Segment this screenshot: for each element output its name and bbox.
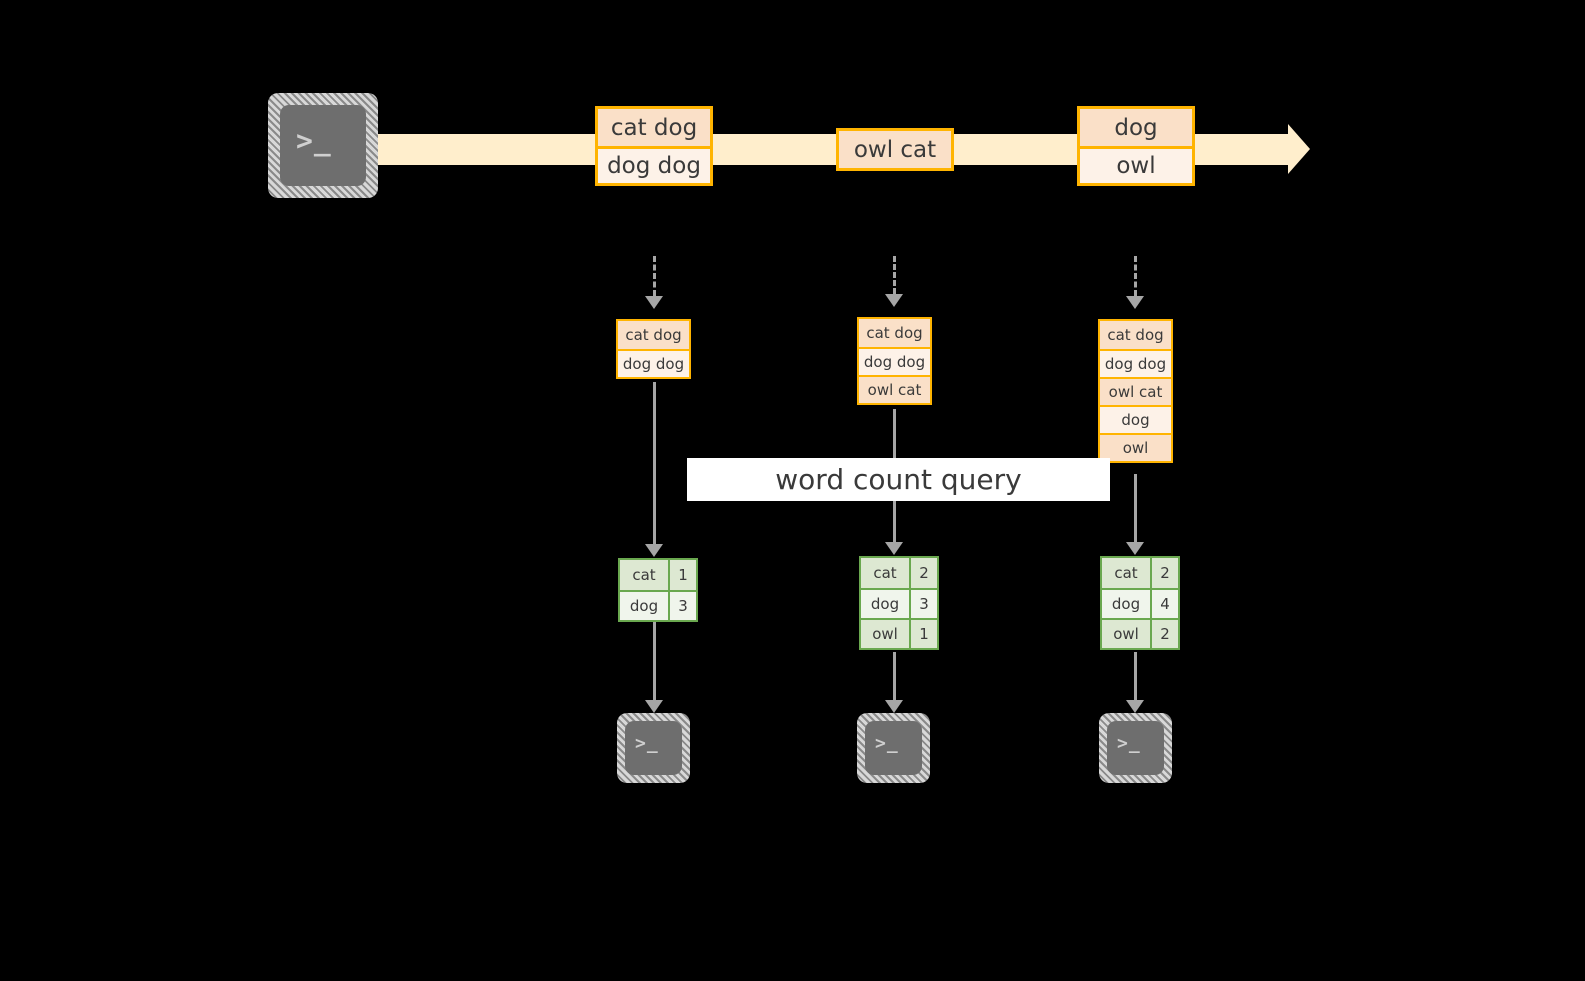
stream-to-log-connector	[653, 256, 656, 296]
result-word: owl	[1102, 620, 1150, 648]
stream-to-log-arrowhead	[885, 294, 903, 307]
word-count-query-label: word count query	[687, 458, 1110, 501]
result-word: cat	[1102, 558, 1150, 588]
result-to-consumer-arrowhead	[885, 700, 903, 713]
terminal-screen	[1107, 721, 1164, 775]
result-count: 2	[909, 558, 937, 588]
word-count-result-table[interactable]: cat 2 dog 3 owl 1	[859, 556, 939, 650]
word-count-result-table[interactable]: cat 2 dog 4 owl 2	[1100, 556, 1180, 650]
log-entry: dog dog	[859, 347, 930, 375]
result-to-consumer-connector	[893, 652, 896, 700]
log-entry: cat dog	[859, 319, 930, 347]
stream-arrowhead	[1288, 124, 1310, 174]
accumulated-log-box[interactable]: cat dog dog dog	[616, 319, 691, 379]
stream-to-log-arrowhead	[645, 296, 663, 309]
table-row: cat 2	[1102, 558, 1178, 588]
producer-terminal-icon[interactable]: >_	[268, 93, 378, 198]
table-row: owl 2	[1102, 618, 1178, 648]
stream-message-box[interactable]: dog owl	[1077, 106, 1195, 186]
log-entry: owl	[1100, 433, 1171, 461]
stream-message-line: owl cat	[839, 131, 951, 168]
result-count: 2	[1150, 620, 1178, 648]
stream-to-log-connector	[893, 256, 896, 294]
result-to-consumer-connector	[653, 622, 656, 700]
result-to-consumer-arrowhead	[1126, 700, 1144, 713]
log-to-result-arrowhead	[1126, 542, 1144, 555]
log-entry: dog	[1100, 405, 1171, 433]
stream-message-line: owl	[1080, 146, 1192, 183]
result-word: cat	[620, 560, 668, 590]
result-count: 3	[668, 592, 696, 620]
terminal-prompt-glyph: >_	[1117, 733, 1141, 754]
log-entry: dog dog	[1100, 349, 1171, 377]
terminal-prompt-glyph: >_	[875, 733, 899, 754]
consumer-terminal-icon[interactable]: >_	[857, 713, 930, 783]
stream-message-box[interactable]: cat dog dog dog	[595, 106, 713, 186]
table-row: cat 2	[861, 558, 937, 588]
consumer-terminal-icon[interactable]: >_	[617, 713, 690, 783]
table-row: owl 1	[861, 618, 937, 648]
result-word: dog	[861, 590, 909, 618]
table-row: cat 1	[620, 560, 696, 590]
result-to-consumer-arrowhead	[645, 700, 663, 713]
table-row: dog 4	[1102, 588, 1178, 618]
log-entry: dog dog	[618, 349, 689, 377]
word-count-result-table[interactable]: cat 1 dog 3	[618, 558, 698, 622]
terminal-screen	[280, 105, 366, 186]
result-to-consumer-connector	[1134, 652, 1137, 700]
stream-message-line: dog dog	[598, 146, 710, 183]
stream-message-line: dog	[1080, 109, 1192, 146]
result-word: cat	[861, 558, 909, 588]
stream-message-line: cat dog	[598, 109, 710, 146]
log-to-result-arrowhead	[885, 542, 903, 555]
result-word: dog	[620, 592, 668, 620]
log-entry: owl cat	[1100, 377, 1171, 405]
log-to-result-connector	[653, 382, 656, 544]
terminal-screen	[625, 721, 682, 775]
result-word: owl	[861, 620, 909, 648]
stream-message-box[interactable]: owl cat	[836, 128, 954, 171]
stream-to-log-arrowhead	[1126, 296, 1144, 309]
stream-to-log-connector	[1134, 256, 1137, 296]
log-entry: cat dog	[618, 321, 689, 349]
terminal-prompt-glyph: >_	[635, 733, 659, 754]
table-row: dog 3	[861, 588, 937, 618]
accumulated-log-box[interactable]: cat dog dog dog owl cat	[857, 317, 932, 405]
consumer-terminal-icon[interactable]: >_	[1099, 713, 1172, 783]
terminal-prompt-glyph: >_	[296, 124, 332, 157]
result-count: 1	[909, 620, 937, 648]
result-count: 4	[1150, 590, 1178, 618]
table-row: dog 3	[620, 590, 696, 620]
log-entry: owl cat	[859, 375, 930, 403]
log-to-result-connector	[1134, 474, 1137, 542]
result-count: 3	[909, 590, 937, 618]
result-count: 2	[1150, 558, 1178, 588]
result-word: dog	[1102, 590, 1150, 618]
terminal-screen	[865, 721, 922, 775]
result-count: 1	[668, 560, 696, 590]
accumulated-log-box[interactable]: cat dog dog dog owl cat dog owl	[1098, 319, 1173, 463]
log-to-result-arrowhead	[645, 544, 663, 557]
log-entry: cat dog	[1100, 321, 1171, 349]
